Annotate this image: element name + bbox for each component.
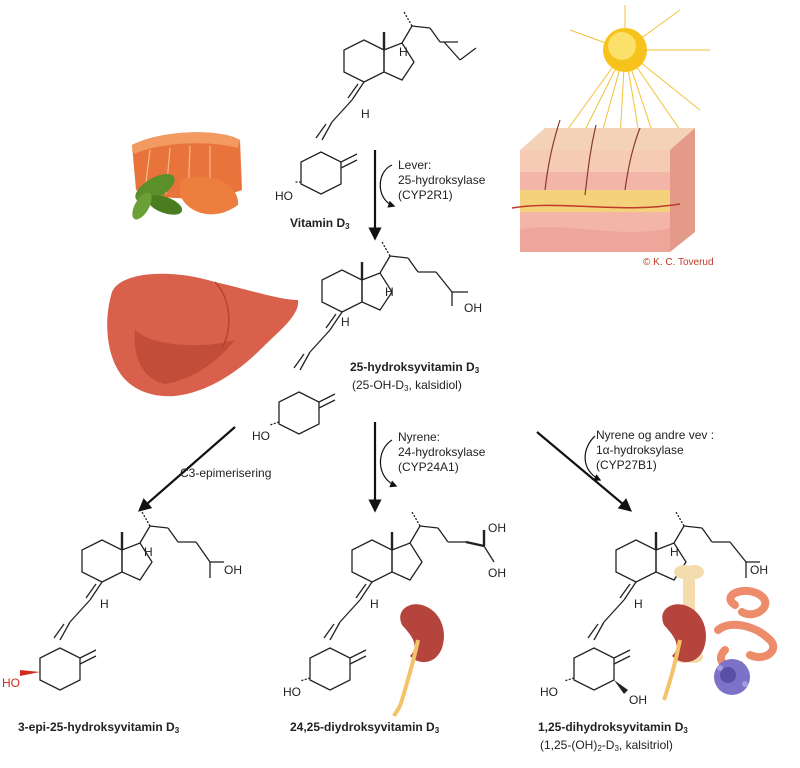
step-kidney-1a: Nyrene og andre vev : 1α-hydroksylase (C… [596,428,714,473]
kidney-illustration [392,604,445,717]
atom-h: H [144,545,153,559]
step-kidney-24-line: 24-hydroksylase [398,445,486,459]
step-kidney-1a-line: Nyrene og andre vev : [596,428,715,442]
step-liver-line: 25-hydroksylase [398,173,486,187]
liver-illustration [107,273,299,397]
structure-vitamin-d3 [294,10,477,195]
label-24-25-diol: 24,25-diydroksyvitamin D3 [290,720,440,735]
atom-oh: OH [750,563,768,577]
structure-3-epi [20,510,224,691]
label-calcitriol-note: (1,25-(OH)2-D3, kalsitriol) [540,738,673,753]
atom-ho: HO [252,429,270,443]
salmon-with-basil-illustration [132,132,242,220]
step-kidney-24: Nyrene: 24-hydroksylase (CYP24A1) [398,430,485,475]
atom-h: H [670,545,679,559]
step-kidney-1a-line: 1α-hydroksylase [596,443,684,457]
atom-h: H [634,597,643,611]
image-credit: © K. C. Toverud [643,257,714,268]
structure-calcitriol [563,510,760,694]
atom-oh: OH [464,301,482,315]
organ-cluster-illustration [662,565,778,701]
label-calcidiol: 25-hydroksyvitamin D3 [350,360,480,375]
step-kidney-24-line: (CYP24A1) [398,460,459,474]
atom-ho: HO [283,685,301,699]
atom-h: H [100,597,109,611]
atom-h: H [399,45,408,59]
atom-h: H [361,107,370,121]
atom-ho-epi: HO [2,676,20,690]
atom-h: H [385,285,394,299]
atom-h: H [370,597,379,611]
atom-oh: OH [629,693,647,707]
arrow-epimerization [138,426,236,512]
atom-ho: HO [275,189,293,203]
atom-h: H [341,315,350,329]
atom-oh: OH [488,566,506,580]
step-kidney-1a-line: (CYP27B1) [596,458,657,472]
arrow-liver-step [368,150,396,241]
atom-oh: OH [224,563,242,577]
structure-calcidiol [269,240,468,435]
label-calcitriol: 1,25-dihydroksyvitamin D3 [538,720,688,735]
structure-24-25-diol [299,510,495,691]
label-calcidiol-note: (25-OH-D3, kalsidiol) [352,378,462,393]
atom-ho: HO [540,685,558,699]
step-liver-line: (CYP2R1) [398,188,453,202]
step-epimerization: C3-epimerisering [180,466,272,480]
step-liver: Lever: 25-hydroksylase (CYP2R1) [398,158,485,203]
arrow-24-hydroxylase [368,422,398,513]
arrow-1a-hydroxylase [536,431,633,512]
step-liver-line: Lever: [398,158,432,172]
label-vitamin-d3: Vitamin D3 [290,216,350,231]
sun-over-skin-illustration [511,5,710,252]
atom-oh: OH [488,521,506,535]
step-kidney-24-line: Nyrene: [398,430,441,444]
label-3-epi: 3-epi-25-hydroksyvitamin D3 [18,720,180,735]
